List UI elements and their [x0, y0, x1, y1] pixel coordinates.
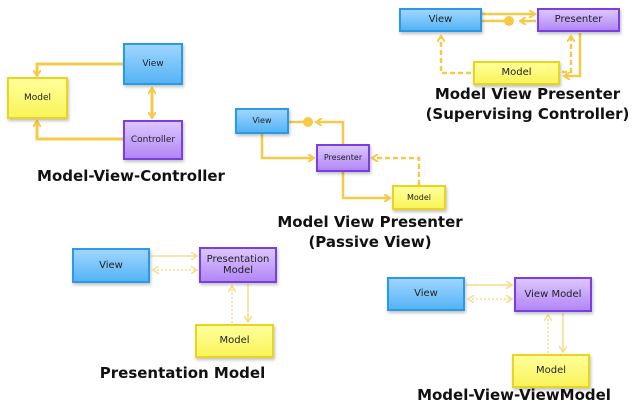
mvpsc-arrow-model-to-view	[441, 36, 471, 75]
pm-title: Presentation Model	[99, 364, 266, 382]
mvvm-view-model-box: View Model	[514, 277, 592, 312]
mvpsc-interface-dot	[504, 16, 514, 26]
mvc-controller-box: Controller	[123, 120, 183, 160]
mvppv-title-line1: Model View Presenter	[277, 213, 463, 231]
mvppv-arrow-presenter-to-model	[341, 172, 390, 198]
mvppv-arrow-presenter-to-view	[316, 122, 345, 144]
mvppv-model-box: Model	[392, 185, 446, 210]
mvppv-arrow-model-to-presenter	[372, 158, 421, 185]
mvpsc-arrow-presenter-to-model	[564, 33, 582, 76]
mvpsc-view-box: View	[399, 8, 482, 32]
mvppv-interface-dot	[303, 117, 313, 127]
pm-view-box: View	[72, 248, 150, 283]
pm-presentation-model-label-line1: Presentation	[206, 253, 270, 265]
pm-model-box: Model	[195, 324, 274, 358]
mvc-model-box: Model	[7, 77, 68, 119]
mvvm-view-box: View	[387, 277, 465, 311]
mvc-arrow-controller-to-model	[37, 121, 123, 141]
mvvm-title: Model-View-ViewModel	[417, 386, 611, 404]
pm-presentation-model-label-line2: Model	[222, 265, 254, 276]
mvpsc-arrow-model-to-presenter	[562, 36, 571, 74]
mvppv-presenter-box: Presenter	[316, 144, 370, 172]
mvpsc-model-box: Model	[473, 61, 560, 85]
mvpsc-title-line1: Model View Presenter	[434, 85, 621, 103]
mvppv-title-line2: (Passive View)	[308, 233, 432, 251]
mvc-arrow-view-to-model	[37, 62, 123, 76]
mvppv-arrow-view-to-presenter	[260, 134, 314, 158]
mvvm-model-box: Model	[512, 354, 590, 388]
mvc-title: Model-View-Controller	[37, 167, 225, 185]
mvpsc-title-line2: (Supervising Controller)	[425, 105, 630, 123]
mvpsc-presenter-box: Presenter	[537, 8, 620, 32]
pm-presentation-model-box: Presentation Model	[199, 247, 277, 283]
mvppv-view-box: View	[235, 108, 289, 134]
mvc-view-box: View	[123, 43, 183, 85]
